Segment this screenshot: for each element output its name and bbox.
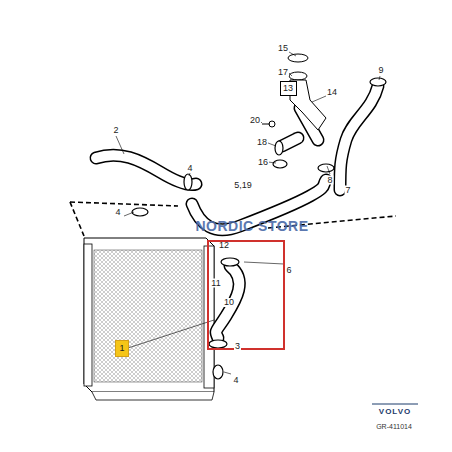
diagram-code: GR-411014 bbox=[375, 423, 413, 430]
callout-number: 1 bbox=[119, 344, 125, 353]
highlight-frame: 10 3 bbox=[207, 240, 285, 350]
callout-number: 13 bbox=[283, 84, 294, 93]
callout-number: 5,19 bbox=[233, 181, 253, 190]
watermark: NORDIC STORE bbox=[194, 219, 309, 233]
callout-number: 8 bbox=[326, 176, 333, 185]
housing bbox=[262, 54, 326, 130]
callout-number: 7 bbox=[344, 186, 351, 195]
callout-number: 3 bbox=[234, 342, 241, 351]
leader-line bbox=[116, 52, 380, 374]
callout-number: 16 bbox=[257, 158, 269, 167]
callout-number: 9 bbox=[377, 66, 384, 75]
hose bbox=[96, 86, 378, 338]
callout-number: 2 bbox=[112, 126, 119, 135]
hose-clamp bbox=[132, 78, 386, 379]
highlighted-callout: 1 bbox=[115, 340, 129, 357]
intercooler bbox=[84, 238, 214, 400]
callout-number: 15 bbox=[277, 44, 289, 53]
guide-line bbox=[70, 202, 396, 236]
callout-number: 17 bbox=[277, 68, 289, 77]
brand-logo: VOLVO bbox=[378, 408, 412, 416]
callout-number: 11 bbox=[210, 279, 221, 288]
callout-number: 6 bbox=[285, 266, 292, 275]
callout-number: 10 bbox=[223, 298, 235, 307]
callout-number: 14 bbox=[326, 88, 338, 97]
callout-number: 4 bbox=[186, 164, 193, 173]
callout-number: 20 bbox=[249, 116, 261, 125]
volvo-logo bbox=[372, 404, 418, 405]
callout-number: 4 bbox=[232, 376, 239, 385]
callout-number: 4 bbox=[114, 208, 121, 217]
callout-box: 13 bbox=[280, 81, 297, 96]
callout-number: 18 bbox=[256, 138, 268, 147]
